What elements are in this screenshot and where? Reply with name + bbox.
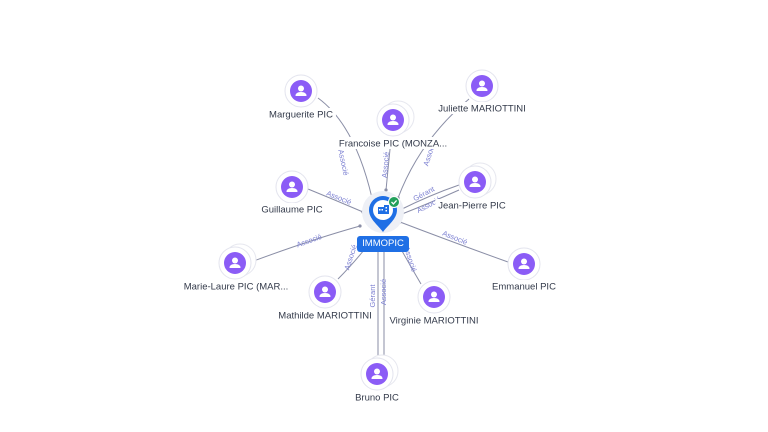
person-icon: [476, 80, 488, 91]
edge-label: Associé: [295, 232, 323, 249]
node-label-background: [435, 199, 509, 211]
check-icon: [388, 196, 400, 208]
person-icon: [319, 286, 331, 297]
edge-line: [307, 188, 364, 213]
person-node-guillaume[interactable]: Guillaume PIC: [258, 170, 326, 216]
edge-bruno: Gérant: [368, 248, 380, 358]
node-label-background: [275, 309, 375, 321]
node-label-background: [489, 280, 559, 292]
edge-label: Associé: [336, 149, 350, 177]
node-label-background: [335, 137, 451, 149]
building-icon: [378, 205, 389, 214]
center-label[interactable]: IMMOPIC: [357, 236, 409, 252]
edge-line: [399, 184, 460, 211]
node-label: Virginie MARIOTTINI: [389, 316, 478, 327]
edge-line: [250, 225, 361, 263]
node-label: Juliette MARIOTTINI: [438, 104, 526, 115]
edge-label: Associé: [380, 151, 391, 178]
person-node-marguerite[interactable]: Marguerite PIC: [266, 74, 336, 121]
edge-label: Gérant: [368, 284, 377, 308]
node-label: Guillaume PIC: [261, 205, 322, 216]
person-icon: [371, 368, 383, 379]
node-label-background: [180, 280, 292, 292]
edge-label: Associé: [379, 279, 388, 305]
edge-bruno: Associé: [379, 248, 388, 358]
person-icon: [518, 258, 530, 269]
person-icon: [469, 176, 481, 187]
edge-line: [401, 189, 460, 215]
node-label: Mathilde MARIOTTINI: [278, 311, 371, 322]
node-label: Emmanuel PIC: [492, 282, 556, 293]
person-node-marielaure[interactable]: Marie-Laure PIC (MAR...: [180, 243, 292, 293]
node-label: Marie-Laure PIC (MAR...: [184, 282, 289, 293]
node-label: Bruno PIC: [355, 393, 399, 404]
edge-arrow-icon: [358, 224, 362, 228]
node-label: Francoise PIC (MONZA...: [339, 139, 447, 150]
node-label-background: [435, 102, 529, 114]
edge-marielaure: Associé: [250, 224, 362, 263]
edge-line: [317, 97, 373, 199]
person-node-emmanuel[interactable]: Emmanuel PIC: [489, 247, 559, 293]
node-label-background: [386, 314, 482, 326]
person-icon: [286, 181, 298, 192]
center-node[interactable]: [362, 191, 404, 233]
edge-label: Associé: [325, 189, 353, 207]
person-node-francoise[interactable]: Francoise PIC (MONZA...: [335, 100, 451, 150]
person-node-virginie[interactable]: Virginie MARIOTTINI: [386, 280, 482, 327]
edge-line: [399, 221, 509, 263]
edge-label: Associé: [441, 229, 469, 247]
person-node-juliette[interactable]: Juliette MARIOTTINI: [435, 69, 529, 115]
person-node-jeanpierre[interactable]: Jean-Pierre PIC: [435, 162, 509, 212]
edge-arrow-icon: [384, 188, 388, 192]
nodes-layer: Marguerite PIC Francoise PIC (MONZA... Jul…: [180, 69, 559, 404]
person-icon: [387, 114, 399, 125]
node-label-background: [266, 108, 336, 120]
person-node-bruno[interactable]: Bruno PIC: [352, 354, 402, 404]
node-label-background: [352, 391, 402, 403]
node-label: Marguerite PIC: [269, 110, 333, 121]
node-label-background: [258, 203, 326, 215]
person-node-mathilde[interactable]: Mathilde MARIOTTINI: [275, 275, 375, 322]
person-icon: [428, 291, 440, 302]
person-icon: [295, 85, 307, 96]
node-label: Jean-Pierre PIC: [438, 201, 506, 212]
person-icon: [229, 257, 241, 268]
